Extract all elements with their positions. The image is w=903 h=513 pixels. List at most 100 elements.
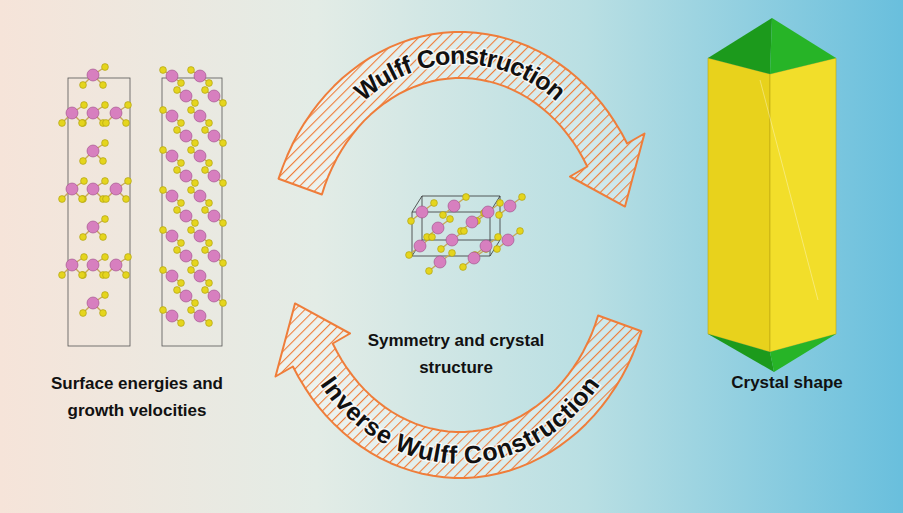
metal-atom bbox=[87, 183, 99, 195]
sulfur-atom bbox=[79, 196, 86, 203]
crystal-prism bbox=[708, 18, 836, 372]
sulfur-atom bbox=[202, 287, 209, 294]
sulfur-atom bbox=[178, 160, 185, 167]
sulfur-atom bbox=[406, 252, 413, 259]
pyramid-face bbox=[708, 334, 774, 372]
metal-atom bbox=[87, 297, 99, 309]
metal-atom bbox=[166, 150, 178, 162]
metal-atom bbox=[208, 250, 220, 262]
metal-atom bbox=[448, 200, 460, 212]
metal-atom bbox=[434, 256, 446, 268]
metal-atom bbox=[194, 190, 206, 202]
sulfur-atom bbox=[220, 100, 227, 107]
metal-atom bbox=[66, 183, 78, 195]
metal-atom bbox=[482, 206, 494, 218]
sulfur-atom bbox=[497, 200, 504, 207]
sulfur-atom bbox=[426, 268, 433, 275]
metal-atom bbox=[87, 107, 99, 119]
sulfur-atom bbox=[220, 140, 227, 147]
sulfur-atom bbox=[408, 218, 415, 225]
slab-cell bbox=[68, 78, 130, 346]
pyramid-face bbox=[770, 334, 836, 372]
metal-atom bbox=[432, 222, 444, 234]
sulfur-atom bbox=[80, 272, 87, 279]
arrow-label: Inverse Wulff Construction bbox=[316, 371, 605, 469]
sulfur-atom bbox=[188, 307, 195, 314]
slab-cell bbox=[162, 78, 222, 346]
metal-atom bbox=[414, 240, 426, 252]
sulfur-atom bbox=[59, 120, 66, 127]
metal-atom bbox=[502, 234, 514, 246]
sulfur-atom bbox=[192, 180, 199, 187]
sulfur-atom bbox=[100, 82, 107, 89]
sulfur-atom bbox=[188, 67, 195, 74]
metal-atom bbox=[166, 230, 178, 242]
metal-atom bbox=[87, 69, 99, 81]
cycle-arrows: Wulff ConstructionInverse Wulff Construc… bbox=[276, 32, 645, 478]
metal-atom bbox=[194, 70, 206, 82]
sulfur-atom bbox=[178, 240, 185, 247]
sulfur-atom bbox=[192, 140, 199, 147]
sulfur-atom bbox=[188, 107, 195, 114]
metal-atom bbox=[180, 130, 192, 142]
sulfur-atom bbox=[123, 120, 130, 127]
metal-atom bbox=[466, 216, 478, 228]
sulfur-atom bbox=[160, 67, 167, 74]
sulfur-atom bbox=[178, 280, 185, 287]
metal-atom bbox=[208, 170, 220, 182]
sulfur-atom bbox=[103, 120, 110, 127]
sulfur-atom bbox=[206, 120, 213, 127]
sulfur-atom bbox=[81, 178, 88, 185]
sulfur-atom bbox=[125, 254, 132, 261]
sulfur-atom bbox=[100, 310, 107, 317]
sulfur-atom bbox=[460, 264, 467, 271]
metal-atom bbox=[87, 145, 99, 157]
sulfur-atom bbox=[429, 234, 436, 241]
sulfur-atom bbox=[202, 247, 209, 254]
sulfur-atom bbox=[461, 228, 468, 235]
sulfur-atom bbox=[192, 220, 199, 227]
metal-atom bbox=[194, 150, 206, 162]
sulfur-atom bbox=[431, 200, 438, 207]
sulfur-atom bbox=[81, 102, 88, 109]
metal-atom bbox=[208, 90, 220, 102]
sulfur-atom bbox=[174, 207, 181, 214]
metal-atom bbox=[416, 206, 428, 218]
sulfur-atom bbox=[81, 254, 88, 261]
sulfur-atom bbox=[80, 310, 87, 317]
metal-atom bbox=[194, 310, 206, 322]
sulfur-atom bbox=[206, 80, 213, 87]
sulfur-atom bbox=[80, 120, 87, 127]
cycle-arrow bbox=[276, 303, 642, 478]
cycle-arrow bbox=[279, 32, 645, 207]
metal-atom bbox=[166, 110, 178, 122]
metal-atom bbox=[87, 259, 99, 271]
sulfur-atom bbox=[517, 228, 524, 235]
sulfur-atom bbox=[59, 272, 66, 279]
sulfur-atom bbox=[206, 320, 213, 327]
sulfur-atom bbox=[188, 227, 195, 234]
caption-label: Symmetry and crystal structure bbox=[356, 327, 556, 381]
sulfur-atom bbox=[188, 147, 195, 154]
metal-atom bbox=[110, 183, 122, 195]
sulfur-atom bbox=[178, 320, 185, 327]
sulfur-atom bbox=[174, 247, 181, 254]
metal-atom bbox=[180, 250, 192, 262]
metal-atom bbox=[87, 221, 99, 233]
sulfur-atom bbox=[80, 158, 87, 165]
sulfur-atom bbox=[202, 87, 209, 94]
sulfur-atom bbox=[102, 64, 109, 71]
sulfur-atom bbox=[160, 307, 167, 314]
sulfur-atom bbox=[102, 292, 109, 299]
sulfur-atom bbox=[192, 100, 199, 107]
sulfur-atom bbox=[449, 250, 456, 257]
sulfur-atom bbox=[438, 246, 445, 253]
sulfur-atom bbox=[519, 194, 526, 201]
metal-atom bbox=[194, 110, 206, 122]
sulfur-atom bbox=[102, 254, 109, 261]
sulfur-atom bbox=[495, 234, 502, 241]
sulfur-atom bbox=[440, 212, 447, 219]
sulfur-atom bbox=[79, 272, 86, 279]
metal-atom bbox=[480, 240, 492, 252]
